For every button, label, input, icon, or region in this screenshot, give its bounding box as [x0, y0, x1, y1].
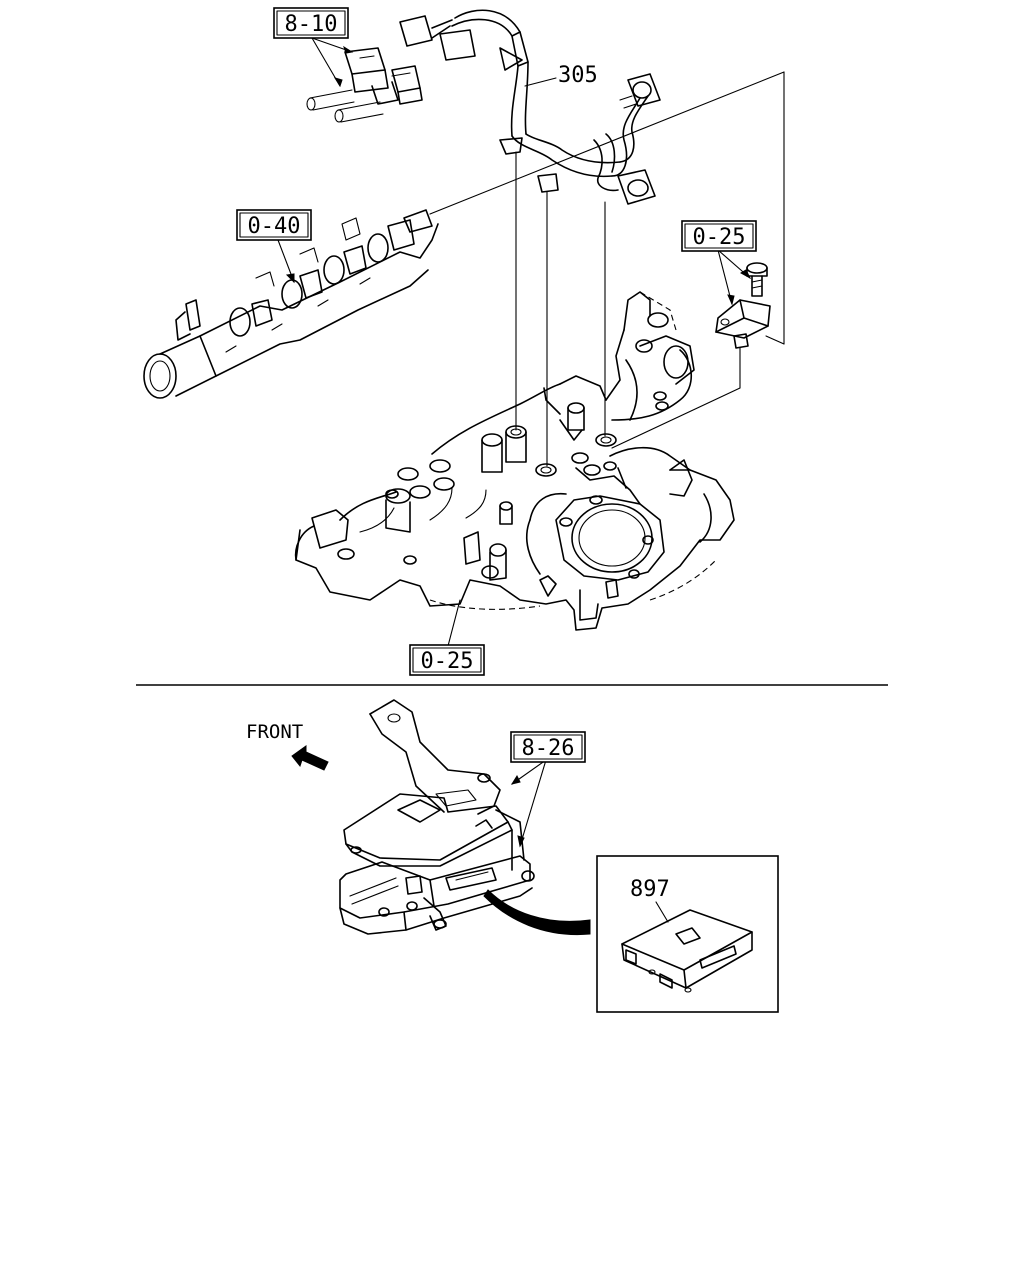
ecu-assembly	[339, 855, 535, 935]
ref-label-0-25-sensor: 0-25	[693, 225, 746, 250]
part-number-897: 897	[630, 877, 670, 902]
ref-305-leader: 305	[524, 63, 598, 88]
ref-0-25-sensor-leaders	[717, 249, 752, 306]
control-unit-module	[621, 909, 753, 993]
map-sensor	[715, 299, 771, 349]
ref-box-8-26: 8-26	[510, 731, 586, 763]
ecu-bracket	[343, 699, 525, 871]
rail-to-bracket-line	[429, 71, 785, 215]
upper-figure: 8-10 30	[143, 7, 785, 676]
connector-8-10	[306, 47, 423, 123]
ref-label-0-40: 0-40	[248, 214, 301, 239]
ref-0-25-manifold-leader	[447, 599, 461, 647]
sensor-bolt	[746, 262, 768, 297]
front-arrow-icon	[291, 745, 329, 771]
detail-arrow	[483, 889, 591, 936]
ref-label-8-26: 8-26	[522, 736, 575, 761]
lower-figure: FRONT	[246, 699, 779, 1013]
sensor-to-manifold-line-2	[611, 387, 741, 449]
fuel-rail-0-40	[143, 209, 439, 399]
detail-inset-897: 897	[596, 855, 779, 1013]
front-indicator: FRONT	[246, 721, 329, 771]
intake-manifold	[294, 291, 735, 631]
wiring-harness-305	[399, 9, 661, 205]
part-number-305: 305	[558, 63, 598, 88]
ref-label-0-25-manifold: 0-25	[421, 649, 474, 674]
ref-box-0-40: 0-40	[236, 209, 312, 241]
ref-box-0-25-sensor: 0-25	[681, 220, 757, 252]
ref-label-8-10: 8-10	[285, 12, 338, 37]
ref-box-0-25-manifold: 0-25	[409, 644, 485, 676]
ref-8-10-leaders	[311, 37, 354, 88]
front-label: FRONT	[246, 721, 303, 743]
bracket-bottom-line	[765, 335, 785, 345]
ref-box-8-10: 8-10	[273, 7, 349, 39]
ref-0-40-leader	[277, 239, 295, 284]
ref-8-26-leaders	[510, 759, 547, 848]
